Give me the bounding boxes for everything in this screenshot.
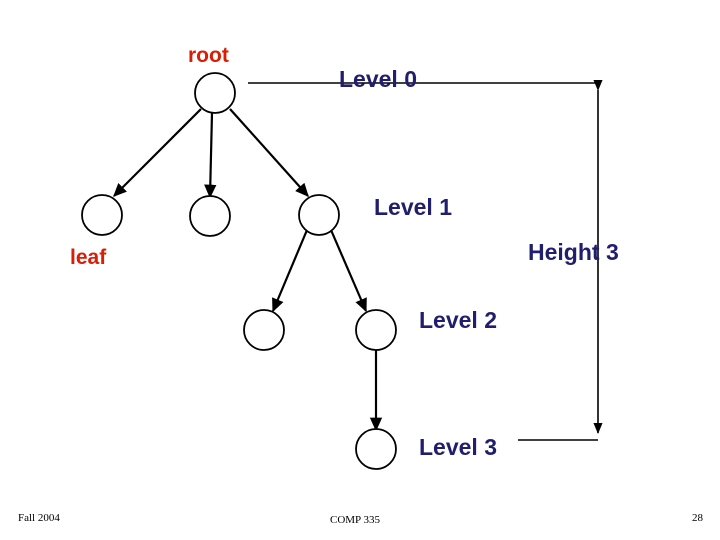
- node-level3-a: [355, 428, 397, 470]
- label-level-2: Level 2: [419, 307, 497, 333]
- footer-page-number: 28: [692, 512, 703, 524]
- label-level-1: Level 1: [374, 194, 452, 220]
- edge-root-to-left: [113, 108, 202, 197]
- node-level1-c: [298, 194, 340, 236]
- node-level2-a: [243, 309, 285, 351]
- node-level1-b: [189, 195, 231, 237]
- footer-date: Fall 2004: [18, 512, 60, 524]
- label-root: root: [188, 44, 229, 67]
- label-level-0: Level 0: [339, 66, 417, 92]
- edge-right-to-l2b: [329, 229, 368, 313]
- edge-root-to-right: [229, 108, 309, 197]
- edge-root-to-middle: [204, 112, 217, 199]
- tree-edges: [113, 108, 383, 432]
- node-level1-a: [81, 194, 123, 236]
- label-leaf: leaf: [70, 246, 107, 269]
- edge-right-to-l2a: [271, 229, 309, 313]
- footer-course: COMP 335: [330, 514, 381, 526]
- measurement-guides: [248, 79, 603, 441]
- label-level-3: Level 3: [419, 434, 497, 460]
- node-root: [194, 72, 236, 114]
- tree-nodes: [81, 72, 397, 470]
- node-level2-b: [355, 309, 397, 351]
- label-height: Height 3: [528, 239, 619, 265]
